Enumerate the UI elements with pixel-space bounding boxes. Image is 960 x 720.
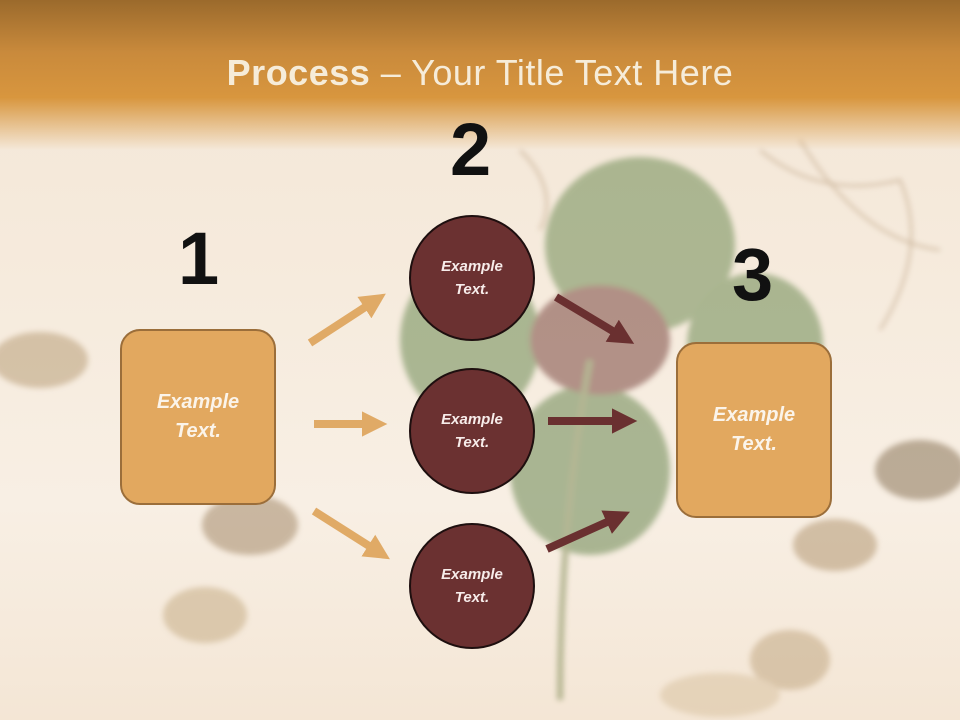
circle-top-line2: Text. [454, 281, 490, 298]
title-rest: – Your Title Text Here [370, 52, 734, 93]
circle-bottom-line2: Text. [454, 589, 490, 606]
step-1-text-line1: Example [156, 391, 240, 413]
step-3-text-line1: Example [712, 404, 796, 426]
title-bold: Process [226, 52, 371, 93]
step-number-2: 2 [450, 108, 492, 191]
step-number-3: 3 [732, 233, 774, 316]
circle-middle-line2: Text. [454, 434, 490, 451]
slide-title: Process – Your Title Text Here [0, 52, 960, 94]
arrow-down-right-left [311, 507, 390, 560]
step-number-1: 1 [178, 217, 220, 300]
arrow-up-right-right [545, 510, 631, 553]
step-1-text-line2: Text. [175, 420, 221, 442]
step-3-text-line2: Text. [731, 433, 777, 455]
circle-top-line1: Example [441, 258, 503, 275]
title-band [0, 0, 960, 150]
circle-bottom-line1: Example [441, 566, 503, 583]
arrow-down-right-right [553, 293, 635, 344]
arrow-up-right-left [307, 293, 386, 347]
circle-middle-line1: Example [441, 411, 503, 428]
